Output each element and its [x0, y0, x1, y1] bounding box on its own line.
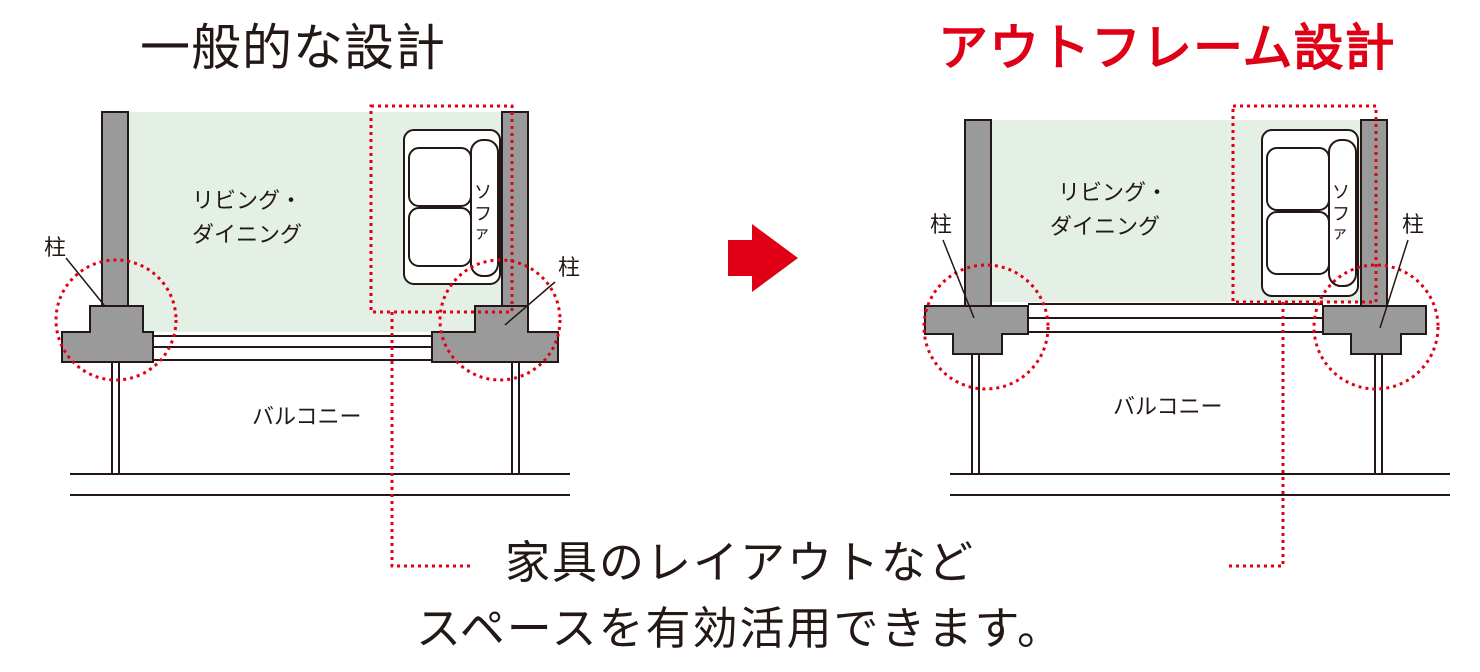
- wall-right-b: [1360, 119, 1388, 307]
- balcony-label: バルコニー: [252, 405, 362, 430]
- title-general-design: 一般的な設計: [140, 19, 446, 77]
- leader-lines-a: [65, 257, 556, 326]
- labels-b: 柱 柱 リビング・ ダイニング バルコニー ソ フ ァ: [930, 181, 1424, 420]
- living-dining-label-line1: リビング・: [1058, 181, 1168, 206]
- caption-line-2: スペースを有効活用できます。: [415, 602, 1065, 655]
- highlight-markers-b: [922, 104, 1440, 568]
- wall-left-a: [101, 111, 129, 307]
- column-label: 柱: [44, 236, 66, 261]
- highlight-markers-a: [54, 104, 562, 568]
- column-label: 柱: [558, 256, 580, 281]
- wall-right-a: [501, 111, 529, 307]
- wall-left-b: [964, 119, 992, 307]
- caption-line-1: 家具のレイアウトなど: [504, 536, 975, 589]
- column-right-b: [1322, 305, 1427, 355]
- right-arrow-icon: [728, 224, 798, 292]
- outframe-plan: 柱 柱 リビング・ ダイニング バルコニー ソ フ ァ: [922, 104, 1450, 568]
- sofa-label-1: ソ: [1332, 182, 1350, 203]
- living-dining-label-line2: ダイニング: [1050, 215, 1160, 240]
- sofa-label-2: フ: [1332, 204, 1350, 225]
- general-plan: 柱 柱 リビング・ ダイニング バルコニー ソ フ ァ: [44, 104, 580, 568]
- labels-a: 柱 柱 リビング・ ダイニング バルコニー ソ フ ァ: [44, 182, 580, 430]
- living-dining-label-line2: ダイニング: [192, 223, 302, 248]
- column-label: 柱: [930, 213, 952, 238]
- sofa-label-1: ソ: [474, 182, 492, 203]
- column-label: 柱: [1402, 213, 1424, 238]
- sofa-label-2: フ: [474, 204, 492, 225]
- window-sash-b: [1028, 303, 1323, 333]
- sofa-label-3: ァ: [474, 223, 490, 242]
- column-left-b: [924, 305, 1029, 355]
- balcony-edge-b: [950, 473, 1450, 496]
- sofa-icon: [403, 129, 501, 285]
- column-right-a: [431, 305, 559, 363]
- balcony-label: バルコニー: [1113, 395, 1223, 420]
- column-left-a: [61, 305, 154, 363]
- balcony-edge-a: [70, 473, 570, 496]
- window-sash-a: [153, 335, 432, 361]
- living-dining-label-line1: リビング・: [192, 189, 302, 214]
- title-outframe-design: アウトフレーム設計: [938, 19, 1396, 77]
- leader-lines-b: [942, 239, 1409, 329]
- sofa-label-3: ァ: [1332, 223, 1348, 242]
- sofa-icon: [1261, 129, 1359, 297]
